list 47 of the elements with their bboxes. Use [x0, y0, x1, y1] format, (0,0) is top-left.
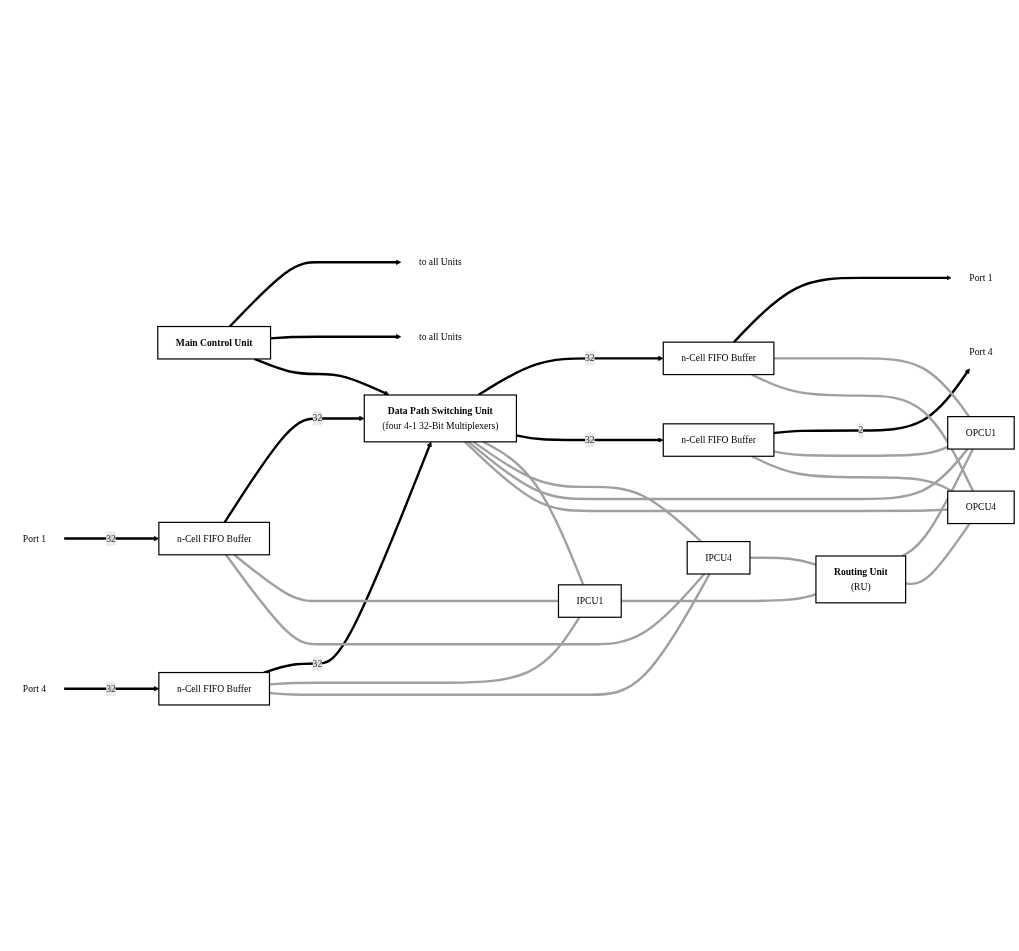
node-text: to all Units — [418, 331, 462, 342]
node-box: OPCU1 — [947, 416, 1015, 450]
node-box: n-Cell FIFO Buffer — [158, 521, 271, 556]
edge-label: 32 — [585, 352, 595, 364]
connector — [472, 440, 702, 543]
node-box: n-Cell FIFO Buffer — [662, 341, 775, 376]
node-box: IPCU4 — [686, 541, 751, 575]
connector — [233, 553, 559, 603]
node-text: to all Units — [418, 256, 462, 268]
node-box: n-Cell FIFO Buffer — [662, 423, 775, 457]
arrow — [733, 275, 952, 343]
arrow — [223, 415, 365, 523]
connector — [467, 440, 969, 501]
edge-label: 32 — [106, 533, 116, 544]
arrow — [270, 334, 402, 340]
connector — [751, 373, 975, 492]
connector — [905, 522, 971, 586]
edge-label: 32 — [106, 683, 116, 694]
node-text: Port 1 — [22, 533, 47, 544]
edge-label: 2 — [858, 425, 864, 436]
node-text: Port 4 — [969, 346, 993, 358]
connector — [901, 448, 974, 558]
connector — [269, 573, 711, 696]
node-text: Port 4 — [22, 683, 47, 694]
node-box: IPCU1 — [557, 584, 622, 618]
arrow — [253, 357, 390, 396]
connector — [773, 357, 971, 418]
node-box: n-Cell FIFO Buffer — [158, 671, 271, 706]
edge-label: 32 — [312, 413, 323, 424]
edge-label: 32 — [312, 658, 323, 669]
connector — [751, 455, 953, 493]
node-text: Port 1 — [969, 272, 993, 283]
connector — [464, 441, 948, 513]
arrow — [263, 441, 432, 674]
connector — [482, 440, 585, 586]
node-box: OPCU4 — [947, 490, 1015, 525]
node-box: Routing Unit (RU) — [815, 555, 907, 604]
edge-label: 32 — [585, 434, 595, 445]
arrow — [477, 355, 664, 397]
connector — [773, 445, 949, 457]
arrow — [773, 368, 970, 435]
node-box: Data Path Switching Unit (four 4-1 32-Bit Multiplexers) — [363, 394, 517, 443]
arrow — [516, 434, 664, 443]
connector — [225, 554, 706, 646]
arrow — [228, 259, 402, 328]
node-box: Main Control Unit — [157, 325, 272, 360]
connector — [269, 616, 581, 686]
